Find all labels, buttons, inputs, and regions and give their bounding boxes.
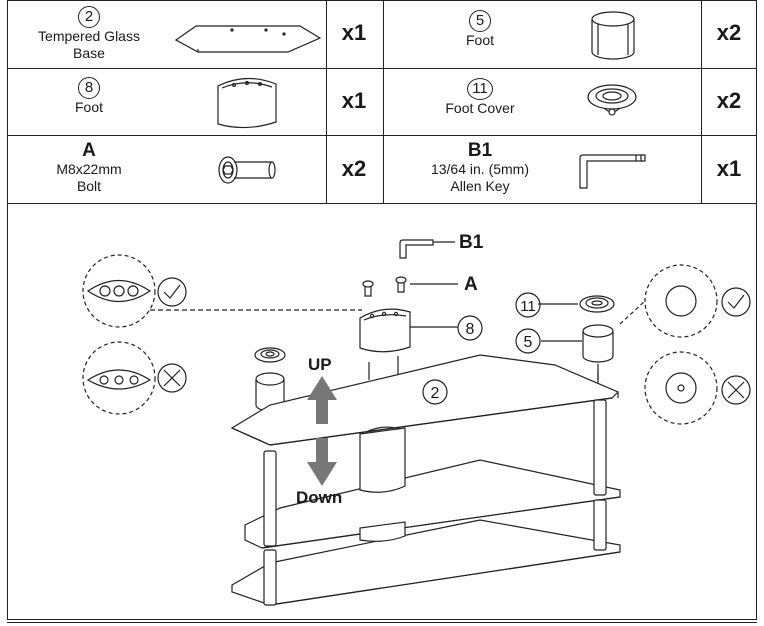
part-name: Foot bbox=[465, 32, 494, 48]
foot-cylinder-icon bbox=[591, 11, 635, 60]
wrong-orientation-detail bbox=[82, 341, 156, 415]
correct-orientation-detail bbox=[82, 254, 362, 328]
table-divider bbox=[326, 0, 327, 204]
parts-row-1 bbox=[7, 0, 757, 69]
down-label: Down bbox=[296, 488, 342, 507]
part-name: Foot Cover bbox=[445, 100, 515, 116]
cross-icon bbox=[157, 363, 187, 393]
part-letter: B1 bbox=[467, 140, 493, 161]
part-8-qty: x1 bbox=[341, 88, 367, 113]
foot-cylinder-icon bbox=[541, 324, 614, 380]
part-spec: M8x22mm bbox=[56, 161, 122, 177]
check-icon bbox=[721, 287, 751, 317]
callout-badge bbox=[515, 292, 541, 318]
callout-a: A bbox=[464, 274, 478, 295]
bottom-rule bbox=[7, 622, 757, 623]
part-name: Foot bbox=[74, 99, 103, 115]
callout-b1: B1 bbox=[459, 232, 484, 253]
part-a-qty: x2 bbox=[341, 156, 367, 181]
callout-11: 11 bbox=[520, 298, 536, 315]
tv-stand-drawing bbox=[230, 354, 621, 606]
part-b1-label: B1 13/64 in. (5mm) Allen Key bbox=[405, 141, 555, 195]
foot-oval-icon bbox=[217, 77, 277, 129]
correct-cover-detail bbox=[619, 264, 718, 338]
part-11-qty: x2 bbox=[716, 88, 742, 113]
part-a-label: A M8x22mm Bolt bbox=[19, 141, 159, 195]
parts-row-2 bbox=[7, 69, 757, 136]
part-spec: 13/64 in. (5mm) bbox=[430, 161, 530, 177]
foot-cover-icon bbox=[538, 295, 615, 313]
callout-5: 5 bbox=[524, 334, 533, 351]
cross-icon bbox=[721, 375, 751, 405]
check-icon bbox=[157, 277, 187, 307]
foot-oval-icon bbox=[359, 308, 458, 353]
up-label: UP bbox=[308, 355, 332, 374]
callout-badge bbox=[515, 328, 541, 354]
foot-cover-icon bbox=[587, 84, 637, 116]
allen-key-icon bbox=[399, 239, 455, 259]
callout-2: 2 bbox=[431, 385, 440, 402]
table-divider bbox=[383, 0, 384, 204]
wrong-cover-detail bbox=[644, 351, 718, 425]
callout-badge bbox=[422, 379, 448, 405]
bolt-icon bbox=[218, 156, 276, 184]
callout-badge bbox=[457, 315, 483, 341]
allen-key-icon bbox=[579, 154, 646, 189]
up-arrow-icon bbox=[307, 376, 337, 424]
part-name: Tempered Glass bbox=[38, 28, 140, 44]
part-name: Allen Key bbox=[450, 178, 510, 194]
part-name-line2: Base bbox=[73, 45, 105, 61]
part-8-label: 8 Foot bbox=[19, 77, 159, 116]
part-b1-qty: x1 bbox=[716, 156, 742, 181]
part-letter: A bbox=[82, 140, 96, 161]
part-2-label: 2 Tempered Glass Base bbox=[19, 6, 159, 62]
sheet-frame bbox=[7, 0, 757, 620]
part-2-qty: x1 bbox=[341, 20, 367, 45]
glass-base-icon bbox=[174, 25, 322, 53]
table-divider bbox=[701, 0, 702, 204]
part-5-label: 5 Foot bbox=[410, 10, 550, 49]
part-11-label: 11 Foot Cover bbox=[410, 78, 550, 117]
part-5-qty: x2 bbox=[716, 20, 742, 45]
part-name: Bolt bbox=[76, 178, 102, 194]
down-arrow-icon bbox=[307, 438, 337, 486]
callout-8: 8 bbox=[466, 321, 475, 338]
parts-row-3 bbox=[7, 136, 757, 204]
foot-cover-icon bbox=[254, 347, 286, 363]
bolt-icon bbox=[362, 276, 458, 297]
